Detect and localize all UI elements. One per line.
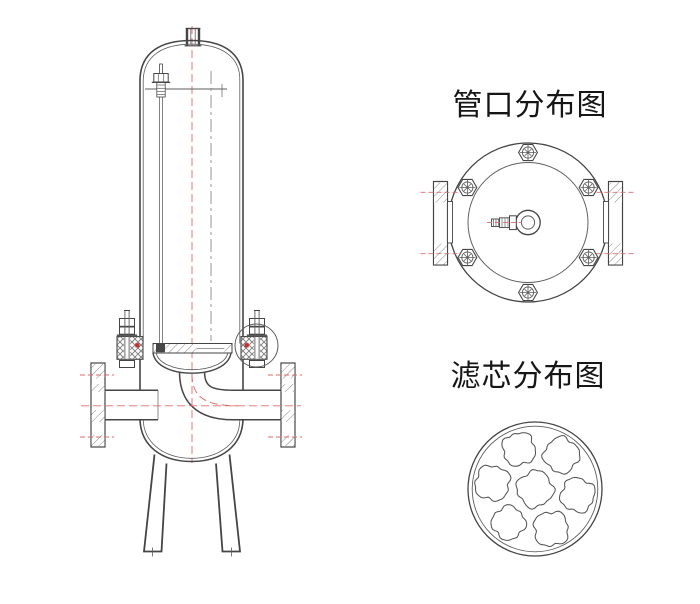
filter-cartridge-outline xyxy=(541,435,581,475)
side-flange-left xyxy=(432,180,453,266)
flange-bolt-icon xyxy=(578,248,599,267)
filter-cartridge-outline xyxy=(515,469,556,510)
shell-ring-inner xyxy=(471,425,599,553)
flange-bolt-icon xyxy=(578,178,599,197)
support-legs xyxy=(142,454,242,557)
inlet-flange-left xyxy=(90,362,106,448)
red-marker xyxy=(135,343,140,348)
vessel-flange-circle xyxy=(447,142,609,303)
cover-circle xyxy=(467,162,589,283)
shell-ring-outer xyxy=(467,421,603,557)
internal-tie-rod xyxy=(151,63,171,344)
detail-callout-circle xyxy=(234,323,279,368)
outlet-flange-right xyxy=(280,362,296,448)
cover-bolts xyxy=(457,143,599,302)
side-flange-right xyxy=(603,180,624,266)
flange-bolt-icon xyxy=(517,143,539,162)
nozzle-distribution-view xyxy=(420,142,636,303)
swing-bolt-right xyxy=(234,310,279,368)
filter-cartridges xyxy=(474,432,596,548)
filter-cartridge-outline xyxy=(532,510,569,548)
top-dome-head xyxy=(139,39,244,81)
flange-bolt-icon xyxy=(457,248,478,267)
bottom-dished-head xyxy=(139,419,244,463)
filter-cartridge-outline xyxy=(474,464,512,503)
flange-bolt-icon xyxy=(517,283,539,302)
flange-bolt-icon xyxy=(457,178,478,197)
filter-cartridge-outline xyxy=(501,432,537,467)
tie-rod-nut xyxy=(156,344,165,353)
flange-centerlines xyxy=(420,191,636,255)
nozzle-diagram-title: 管口分布图 xyxy=(452,89,608,122)
nozzle-centerlines xyxy=(80,374,302,438)
tube-sheet xyxy=(152,343,233,354)
filter-cartridge-outline xyxy=(490,504,528,541)
outlet-elbow xyxy=(178,371,294,421)
filter-distribution-view xyxy=(467,421,603,557)
vessel-front-view xyxy=(80,26,302,557)
lower-dished-head-of-cartridge-chamber xyxy=(152,352,232,374)
filter-diagram-title: 滤芯分布图 xyxy=(450,360,606,393)
swing-bolt-left xyxy=(116,310,144,368)
center-lifting-eye xyxy=(487,209,541,236)
red-marker xyxy=(244,343,249,348)
filter-cartridge-outline xyxy=(558,476,596,514)
top-vent-nozzle xyxy=(184,27,202,47)
